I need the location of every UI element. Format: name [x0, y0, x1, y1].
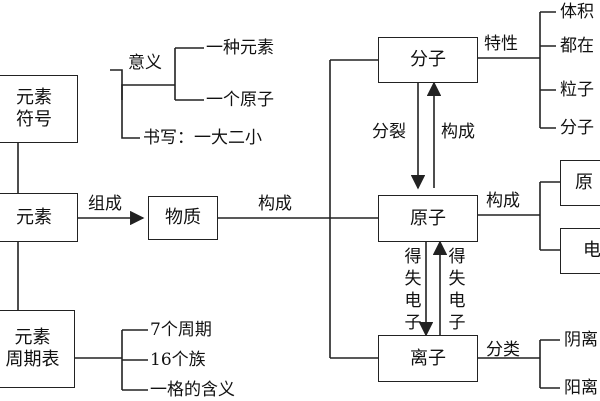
- atom-box: 原子: [378, 195, 478, 242]
- lose-electrons-label: 得 失 电 子: [448, 247, 466, 333]
- classify-label: 分类: [486, 340, 520, 360]
- element-symbol-box: 元素 符号: [0, 75, 78, 143]
- substance-box: 物质: [148, 196, 218, 240]
- meaning-branch: [174, 47, 204, 101]
- property-item-1: 体积: [560, 2, 594, 22]
- property-item-4: 分子: [560, 118, 594, 138]
- ion-bracket: [539, 339, 560, 389]
- periodic-table-box: 元素 周期表: [0, 310, 75, 388]
- ion-type-2: 阳离: [564, 378, 598, 398]
- atom-bracket: [539, 181, 560, 251]
- ion-type-1: 阴离: [564, 330, 598, 350]
- writing-label: 书写：一大二小: [143, 128, 262, 148]
- table-bracket: [75, 329, 148, 391]
- meaning-label: 意义: [128, 53, 162, 73]
- atom-part-box-2: 电: [560, 228, 600, 274]
- meaning-bracket: [110, 69, 123, 100]
- ion-box: 离子: [378, 335, 478, 382]
- constitute-label: 构成: [258, 194, 292, 214]
- meaning-item-1: 一种元素: [206, 38, 274, 58]
- compose-label: 组成: [88, 194, 122, 214]
- period-item-2: 16个族: [150, 350, 206, 370]
- split-label: 分裂: [372, 122, 406, 142]
- writing-branch: [121, 100, 140, 139]
- molecule-box: 分子: [378, 37, 478, 83]
- constitute-up-label: 构成: [441, 122, 475, 142]
- meaning-item-2: 一个原子: [206, 90, 274, 110]
- element-box: 元素: [0, 193, 78, 242]
- period-item-1: 7个周期: [150, 320, 212, 340]
- atom-constitute-label: 构成: [486, 191, 520, 211]
- period-item-3: 一格的含义: [150, 380, 235, 400]
- meaning-bracket-arm: [121, 84, 175, 100]
- property-label: 特性: [484, 34, 518, 54]
- property-item-2: 都在: [560, 36, 594, 56]
- property-item-3: 粒子: [560, 80, 594, 100]
- gain-electrons-label: 得 失 电 子: [404, 247, 422, 333]
- property-bracket: [539, 11, 556, 129]
- atom-part-box-1: 原: [560, 160, 600, 206]
